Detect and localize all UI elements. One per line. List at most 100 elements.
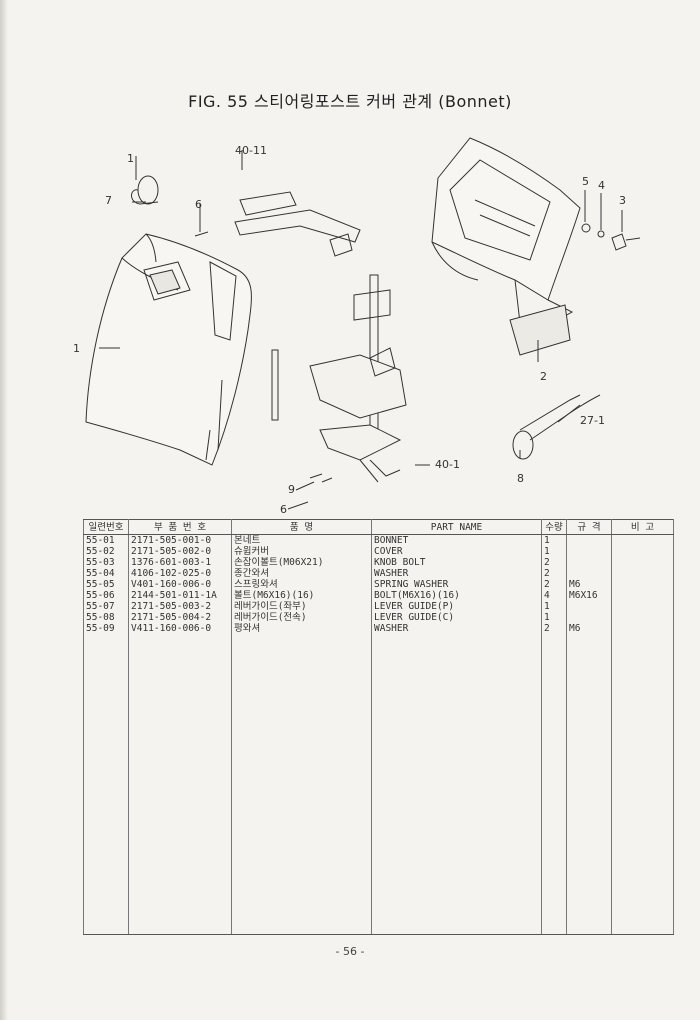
callout-8: 8 <box>517 472 524 485</box>
lever-washer-part <box>512 430 534 460</box>
row-no: 55-08 <box>83 612 129 623</box>
row-no: 55-07 <box>83 601 129 612</box>
row-remark <box>611 601 674 612</box>
callout-40-1: 40-1 <box>435 458 460 471</box>
callout-5: 5 <box>582 175 589 188</box>
bolt-part-lower <box>309 473 333 483</box>
empty-table-area <box>83 634 674 935</box>
page-edge-shadow <box>0 0 8 1020</box>
callout-9: 9 <box>288 483 295 496</box>
row-remark <box>611 623 674 634</box>
callout-4: 4 <box>598 179 605 192</box>
row-remark <box>611 557 674 568</box>
row-name-en: WASHER <box>371 623 542 634</box>
row-name-en: KNOB BOLT <box>371 557 542 568</box>
row-qty: 1 <box>541 612 567 623</box>
page-number: - 56 - <box>335 945 365 958</box>
callout-1: 1 <box>127 152 134 165</box>
knob-bolt-part <box>611 233 641 251</box>
row-part-no: 2171-505-004-2 <box>128 612 232 623</box>
row-remark <box>611 534 674 546</box>
row-remark <box>611 546 674 557</box>
row-part-no: 2171-505-003-2 <box>128 601 232 612</box>
row-name-en: LEVER GUIDE(C) <box>371 612 542 623</box>
row-spec <box>566 534 612 546</box>
row-no: 55-05 <box>83 579 129 590</box>
row-qty: 2 <box>541 579 567 590</box>
row-name-kr: 볼트(M6X16)(16) <box>231 590 372 601</box>
bonnet-part <box>85 233 252 466</box>
header-name-kr: 품 명 <box>231 519 372 535</box>
washer-part <box>597 230 605 238</box>
header-part-name: PART NAME <box>371 519 542 535</box>
row-part-no: 1376-601-003-1 <box>128 557 232 568</box>
steering-post-assembly <box>271 274 407 483</box>
row-spec <box>566 568 612 579</box>
row-remark <box>611 568 674 579</box>
callout-40-11: 40-11 <box>235 144 267 157</box>
exploded-parts-diagram: 1 7 6 40-11 5 4 3 1 2 27-1 8 40-1 9 6 <box>73 137 641 515</box>
row-qty: 2 <box>541 557 567 568</box>
row-remark <box>611 590 674 601</box>
row-part-no: 2144-501-011-1A <box>128 590 232 601</box>
row-name-kr: 종간와셔 <box>231 568 372 579</box>
row-spec <box>566 546 612 557</box>
row-qty: 4 <box>541 590 567 601</box>
parts-table-header: 일련번호 부 품 번 호 품 명 PART NAME 수량 규 격 비 고 <box>83 519 674 535</box>
row-spec <box>566 557 612 568</box>
row-no: 55-02 <box>83 546 129 557</box>
row-remark <box>611 579 674 590</box>
row-no: 55-09 <box>83 623 129 634</box>
header-serial-no: 일련번호 <box>83 519 129 535</box>
spring-washer-part <box>581 223 591 233</box>
callout-6-lower: 6 <box>280 503 287 515</box>
row-name-en: LEVER GUIDE(P) <box>371 601 542 612</box>
row-name-kr: 레버가이드(좌부) <box>231 601 372 612</box>
row-no: 55-01 <box>83 534 129 546</box>
row-qty: 1 <box>541 534 567 546</box>
header-part-number: 부 품 번 호 <box>128 519 232 535</box>
row-name-en: BONNET <box>371 534 542 546</box>
callout-27-1: 27-1 <box>580 414 605 427</box>
row-spec <box>566 601 612 612</box>
row-qty: 2 <box>541 623 567 634</box>
row-name-en: WASHER <box>371 568 542 579</box>
bolt-part-upper <box>194 231 209 237</box>
cover-part <box>431 137 581 356</box>
row-part-no: 2171-505-001-0 <box>128 534 232 546</box>
row-spec: M6 <box>566 623 612 634</box>
row-name-kr: 레버가이드(전속) <box>231 612 372 623</box>
header-qty: 수량 <box>541 519 567 535</box>
callout-6: 6 <box>195 198 202 211</box>
figure-title: FIG. 55 스티어링포스트 커버 관계 (Bonnet) <box>188 92 512 111</box>
row-part-no: 2171-505-002-0 <box>128 546 232 557</box>
row-spec: M6X16 <box>566 590 612 601</box>
row-part-no: 4106-102-025-0 <box>128 568 232 579</box>
row-name-kr: 스프링와셔 <box>231 579 372 590</box>
lever-guide-upper <box>234 191 361 257</box>
row-name-kr: 본네트 <box>231 534 372 546</box>
row-part-no: V401-160-006-0 <box>128 579 232 590</box>
row-qty: 2 <box>541 568 567 579</box>
row-spec <box>566 612 612 623</box>
row-name-kr: 평와셔 <box>231 623 372 634</box>
row-no: 55-06 <box>83 590 129 601</box>
row-name-kr: 슈윕커버 <box>231 546 372 557</box>
callout-2: 2 <box>540 370 547 383</box>
callout-3: 3 <box>619 194 626 207</box>
row-name-en: COVER <box>371 546 542 557</box>
knob-part <box>131 175 159 205</box>
row-no: 55-04 <box>83 568 129 579</box>
row-remark <box>611 612 674 623</box>
callout-1-bonnet: 1 <box>73 342 80 355</box>
parts-table: 일련번호 부 품 번 호 품 명 PART NAME 수량 규 격 비 고 55… <box>83 519 674 935</box>
row-qty: 1 <box>541 601 567 612</box>
